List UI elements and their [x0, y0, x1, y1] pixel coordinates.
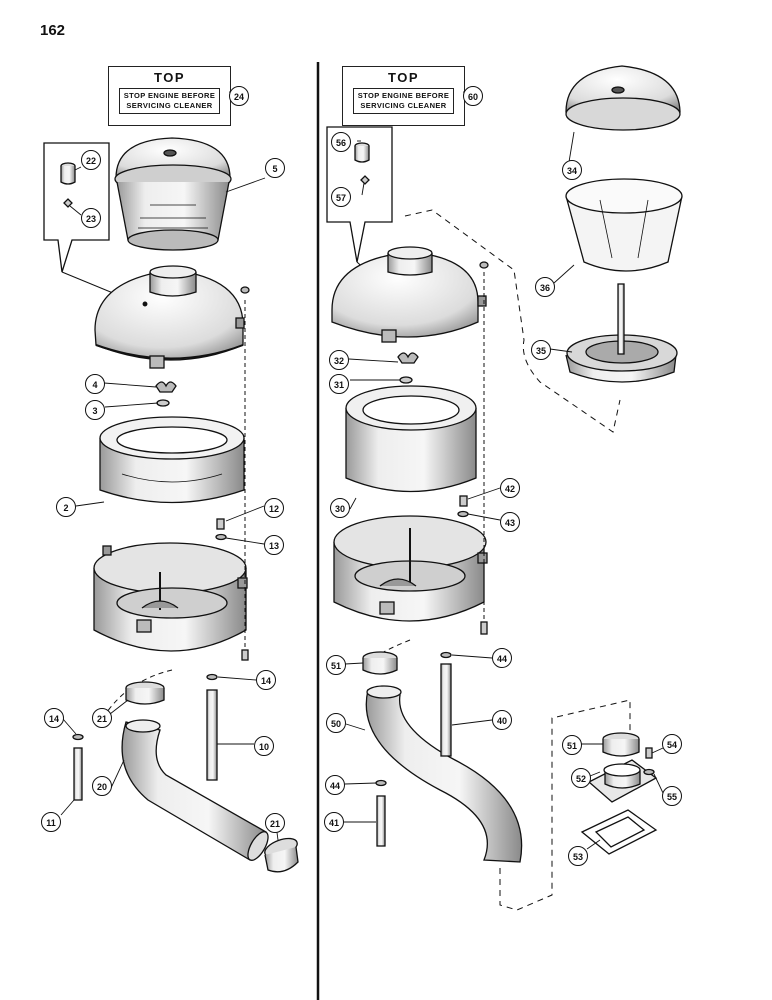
decal-warning: STOP ENGINE BEFORE SERVICING CLEANER	[119, 88, 220, 114]
page-number: 162	[40, 22, 66, 39]
washer-55-drawing	[643, 768, 655, 776]
callout-44: 44	[492, 648, 512, 668]
callout-14: 14	[44, 708, 64, 728]
callout-55: 55	[662, 786, 682, 806]
adapter-52-drawing	[587, 759, 658, 803]
callout-10: 10	[254, 736, 274, 756]
washer-44a-drawing	[440, 651, 452, 659]
callout-12: 12	[264, 498, 284, 518]
gasket-53-drawing	[580, 809, 658, 855]
washer-43-drawing	[457, 510, 469, 518]
clamp-51-lower-drawing	[602, 732, 640, 757]
callout-53: 53	[568, 846, 588, 866]
callout-24: 24	[229, 86, 249, 106]
callout-57: 57	[331, 187, 351, 207]
callout-43: 43	[500, 512, 520, 532]
callout-4: 4	[85, 374, 105, 394]
stud-bolt-left	[240, 286, 250, 661]
callout-41: 41	[324, 812, 344, 832]
washer-14b-drawing	[72, 733, 84, 741]
washer-31-drawing	[399, 376, 413, 384]
clamp-21-upper-drawing	[125, 681, 165, 705]
callout-21: 21	[92, 708, 112, 728]
callout-44: 44	[325, 775, 345, 795]
oil-cup-right	[333, 515, 488, 622]
stud-11-drawing	[73, 747, 83, 801]
callout-52: 52	[571, 768, 591, 788]
callout-54: 54	[662, 734, 682, 754]
decal-line2: SERVICING CLEANER	[360, 101, 447, 110]
screw-42-drawing	[459, 495, 468, 507]
decal-line1: STOP ENGINE BEFORE	[357, 91, 450, 100]
dash-hose-to-adapter	[499, 699, 631, 911]
callout-2: 2	[56, 497, 76, 517]
decal-line1: STOP ENGINE BEFORE	[123, 91, 216, 100]
cap-part-22-drawing	[60, 162, 76, 185]
decal-line2: SERVICING CLEANER	[126, 101, 213, 110]
screw-54-drawing	[645, 747, 653, 759]
clamp-51-upper-drawing	[362, 651, 398, 675]
callout-5: 5	[265, 158, 285, 178]
cleaner-cover	[94, 265, 245, 369]
inset-box-left	[43, 142, 131, 301]
precleaner-cap-34	[565, 65, 681, 131]
cleaner-cover-right	[331, 246, 487, 343]
callout-56: 56	[331, 132, 351, 152]
callout-32: 32	[329, 350, 349, 370]
tube-10-drawing	[206, 689, 218, 781]
precleaner-base-35	[565, 283, 678, 383]
hose-20-drawing	[121, 719, 269, 861]
decal-title: TOP	[388, 70, 419, 85]
tube-40-drawing	[440, 663, 452, 757]
callout-22: 22	[81, 150, 101, 170]
callout-60: 60	[463, 86, 483, 106]
callout-11: 11	[41, 812, 61, 832]
washer-3-drawing	[156, 399, 170, 407]
callout-51: 51	[562, 735, 582, 755]
precleaner-bowl-36	[565, 178, 683, 272]
filter-element-30	[345, 385, 477, 493]
callout-13: 13	[264, 535, 284, 555]
washer-13-drawing	[215, 533, 227, 541]
washer-44b-drawing	[375, 779, 387, 787]
callout-3: 3	[85, 400, 105, 420]
hose-50-drawing	[365, 685, 523, 863]
filter-element-2	[99, 416, 245, 504]
callout-42: 42	[500, 478, 520, 498]
stud-bolt-right	[479, 261, 489, 635]
screw-12-drawing	[216, 518, 225, 530]
precleaner-assembly-5	[114, 137, 232, 251]
decal-right: TOP STOP ENGINE BEFORE SERVICING CLEANER	[342, 66, 465, 126]
callout-30: 30	[330, 498, 350, 518]
callout-14: 14	[256, 670, 276, 690]
callout-51: 51	[326, 655, 346, 675]
callout-21: 21	[265, 813, 285, 833]
dash-cover-to-precleaner	[404, 209, 621, 433]
decal-title: TOP	[154, 70, 185, 85]
clamp-21-lower-drawing	[264, 837, 299, 873]
callout-40: 40	[492, 710, 512, 730]
nut-part-23-drawing	[63, 198, 73, 208]
washer-14-drawing	[206, 673, 218, 681]
cap-part-56-drawing	[354, 142, 370, 163]
callout-50: 50	[326, 713, 346, 733]
wing-nut-32-drawing	[397, 352, 419, 364]
callout-31: 31	[329, 374, 349, 394]
callout-20: 20	[92, 776, 112, 796]
oil-cup	[93, 542, 248, 652]
nut-part-57-drawing	[360, 175, 370, 185]
wing-nut-4-drawing	[155, 381, 177, 393]
stud-41-drawing	[376, 795, 386, 847]
decal-warning: STOP ENGINE BEFORE SERVICING CLEANER	[353, 88, 454, 114]
callout-36: 36	[535, 277, 555, 297]
callout-35: 35	[531, 340, 551, 360]
callout-23: 23	[81, 208, 101, 228]
callout-34: 34	[562, 160, 582, 180]
